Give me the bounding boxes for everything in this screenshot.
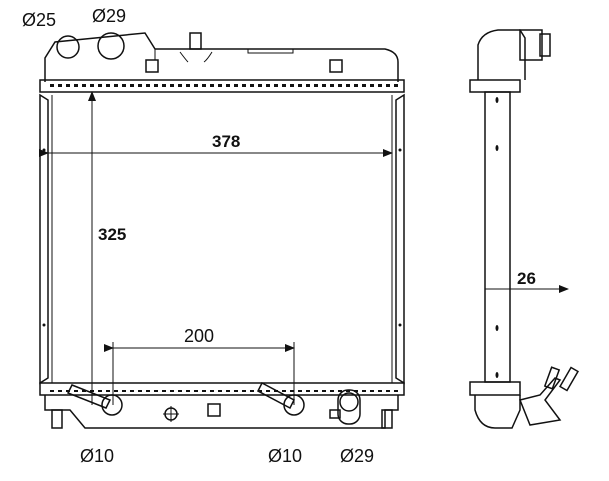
front-view: 378 325 200 Ø25 Ø29 Ø10 Ø10 Ø29 xyxy=(22,6,405,466)
side-core xyxy=(484,91,511,383)
top-tank xyxy=(44,32,399,82)
inlet-29-circle xyxy=(97,32,125,60)
bottom-pipe-1-label: Ø10 xyxy=(80,446,114,466)
outlet-29 xyxy=(337,389,361,425)
depth-dimension-label: 26 xyxy=(517,269,536,288)
inlet-25-circle xyxy=(56,35,80,59)
mount-bracket xyxy=(329,59,343,73)
filler-neck xyxy=(189,32,202,50)
side-bottom-tank xyxy=(474,395,521,429)
side-top-fitting xyxy=(477,29,526,80)
bottom-outlet-label: Ø29 xyxy=(340,446,374,466)
side-view: 26 xyxy=(469,29,579,429)
pipe-10-fitting xyxy=(101,394,123,416)
mount-bracket xyxy=(145,59,159,73)
width-dimension-label: 378 xyxy=(212,132,240,151)
bottom-pipe-2-label: Ø10 xyxy=(268,446,302,466)
bottom-tank xyxy=(44,381,399,429)
height-dimension-label: 325 xyxy=(98,225,126,244)
bottom-header-plate xyxy=(39,382,405,396)
core xyxy=(39,93,405,385)
top-header-plate xyxy=(39,79,405,93)
pipe-spacing-label: 200 xyxy=(184,326,214,346)
inlet-25-label: Ø25 xyxy=(22,10,56,30)
inlet-29-label: Ø29 xyxy=(92,6,126,26)
